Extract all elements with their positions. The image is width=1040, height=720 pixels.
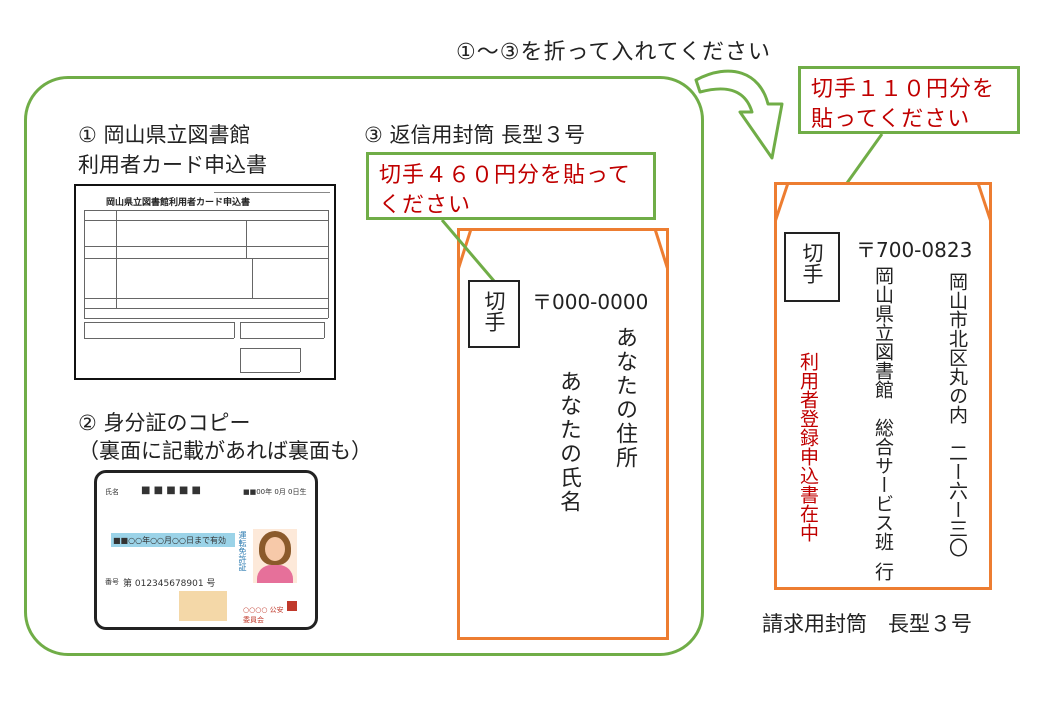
request-stamp-box: 切手 <box>784 232 840 302</box>
item1-label-line2: 利用者カード申込書 <box>78 153 267 177</box>
card-number: 第 012345678901 号 <box>123 579 216 589</box>
request-envelope-label: 請求用封筒 長型３号 <box>762 612 972 636</box>
form-title: 岡山県立図書館利用者カード申込書 <box>106 198 251 208</box>
card-photo <box>253 529 297 583</box>
curved-arrow-icon <box>694 69 784 160</box>
request-stamp-callout: 切手１１０円分を貼ってください <box>798 66 1020 134</box>
return-postal-code: 〒000-0000 <box>532 290 649 314</box>
return-address: あなたの住所 <box>612 326 637 470</box>
item2-label-line2: （裏面に記載があれば裏面も） <box>78 439 372 463</box>
request-envelope-flap <box>774 182 992 223</box>
item2-label-line1: ② 身分証のコピー <box>78 411 251 435</box>
card-validity: ■■○○年○○月○○日まで有効 <box>113 536 226 545</box>
card-name-value: ■ ■ ■ ■ ■ <box>141 485 201 496</box>
item1-label-line1: ① 岡山県立図書館 <box>78 123 251 147</box>
return-stamp-label: 切手 <box>482 290 506 332</box>
card-seal <box>287 601 297 611</box>
card-issuer: ○○○○ 公安委員会 <box>243 606 284 624</box>
application-form-thumbnail: 岡山県立図書館利用者カード申込書 <box>74 184 336 380</box>
card-license-title: 運転免許証 <box>238 531 247 571</box>
return-stamp-box: 切手 <box>468 280 520 348</box>
return-callout-connector <box>440 219 502 289</box>
return-envelope-flap <box>457 228 669 271</box>
request-recipient: 岡山県立図書館 総合サービス班 <box>872 266 894 551</box>
card-number-label: 番号 <box>105 578 119 586</box>
card-grid <box>179 591 227 621</box>
id-card-thumbnail: 氏名 ■ ■ ■ ■ ■ ■■00年 0月 0日生 ■■○○年○○月○○日まで有… <box>94 470 318 630</box>
enclosure-frame <box>24 76 704 656</box>
request-recipient-suffix: 行 <box>872 562 894 581</box>
request-postal-code: 〒700-0823 <box>856 238 973 262</box>
return-name: あなたの氏名 <box>556 370 581 514</box>
instruction-text: ①～③を折って入れてください <box>456 40 772 65</box>
return-stamp-callout: 切手４６０円分を貼ってください <box>366 152 656 220</box>
card-validity-band <box>111 533 235 547</box>
item3-label: ③ 返信用封筒 長型３号 <box>364 123 586 147</box>
card-name-label: 氏名 <box>105 488 119 496</box>
request-address: 岡山市北区丸の内 二ー六ー三〇 <box>946 272 968 557</box>
card-birth: ■■00年 0月 0日生 <box>243 488 307 496</box>
request-enclosure-note: 利用者登録申込書在中 <box>797 352 819 542</box>
request-stamp-label: 切手 <box>800 242 824 284</box>
